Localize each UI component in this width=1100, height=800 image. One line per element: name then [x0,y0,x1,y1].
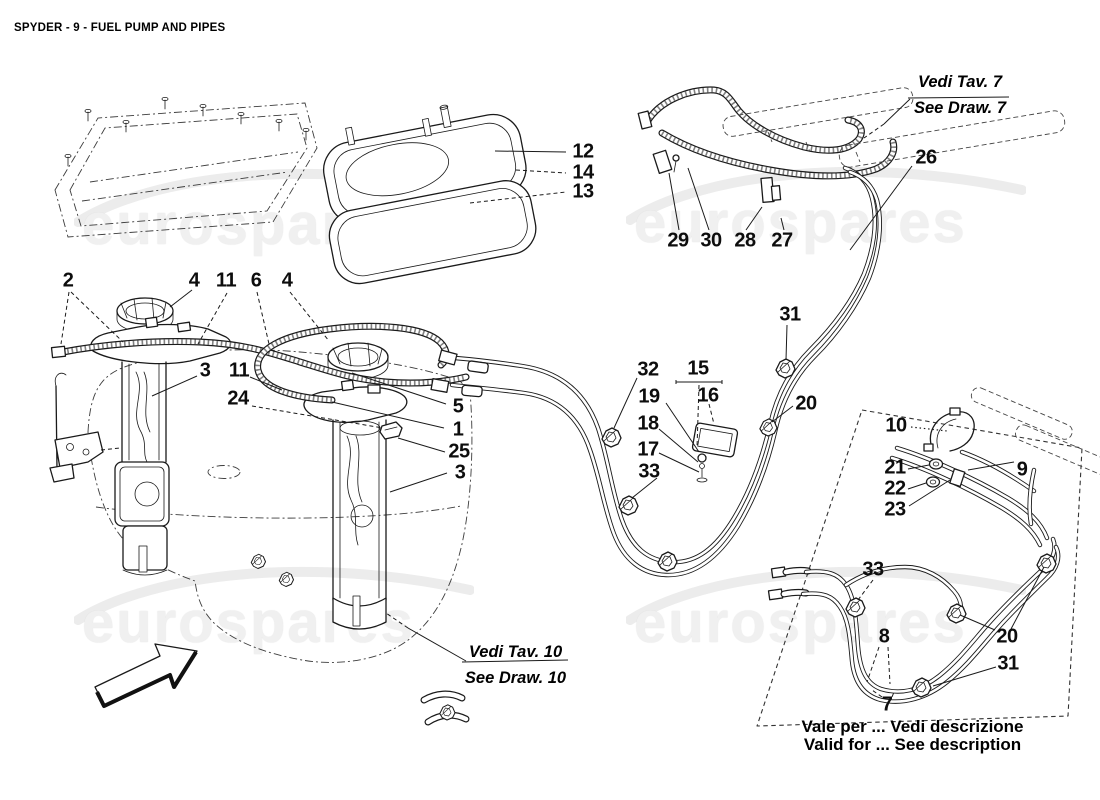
part-callout: 27 [771,229,793,252]
part-callout: 6 [250,269,262,292]
fuel-tank-ghost [87,349,473,663]
part-callout: 28 [734,229,756,252]
part-callout: 9 [1016,458,1028,481]
validity-note: Vale per ... Vedi descrizione Valid for … [800,717,1025,755]
part-callout: 14 [572,161,594,184]
pump-stay-bracket [49,372,121,483]
see-draw-7-line1: Vedi Tav. 7 [917,73,1003,91]
part-callout: 3 [199,359,211,382]
part-callout: 17 [637,438,659,461]
small-hardware [379,149,782,483]
part-callout: 4 [188,269,200,292]
tank-access-panel-ghost [54,97,318,238]
part-callout: 25 [448,440,470,463]
part-callout: 31 [997,652,1019,675]
part-callout: 20 [996,625,1018,648]
validity-line2: Valid for ... See description [803,735,1022,755]
part-callout: 12 [572,140,594,163]
part-callout: 18 [637,412,659,435]
part-callout: 29 [667,229,689,252]
see-draw-7-note: Vedi Tav. 7 See Draw. 7 [905,70,1015,121]
part-callout: 16 [697,384,719,407]
part-callout: 22 [884,477,906,500]
part-callout: 33 [862,558,884,581]
part-callout: 2 [62,269,74,292]
part-callout: 5 [452,395,464,418]
part-callout: 8 [878,625,890,648]
pump-cover-assembly [323,104,537,285]
part-callout: 1 [452,418,464,441]
inset-box [756,409,1083,727]
fuel-pipes-main [430,165,883,578]
part-callout: 13 [572,180,594,203]
part-callout: 4 [281,269,293,292]
part-callout: 31 [779,303,801,326]
part-callout: 32 [637,358,659,381]
part-callout: 3 [454,461,466,484]
part-callout: 23 [884,498,906,521]
page-title: SPYDER - 9 - FUEL PUMP AND PIPES [14,22,226,34]
validity-line1: Vale per ... Vedi descrizione [801,717,1024,736]
fuel-rails-ghost [722,87,1066,168]
part-callout: 20 [795,392,817,415]
part-callout: 10 [885,414,907,437]
see-draw-7-line2: See Draw. 7 [913,98,1007,117]
panel-studs [64,97,310,167]
part-callout: 26 [915,146,937,169]
fuel-pump-left [90,297,232,576]
inset-subdiagram [767,387,1100,704]
part-callout: 11 [215,269,237,292]
part-callout: 21 [884,456,906,479]
part-callout: 24 [227,387,249,410]
see-draw-10-note: Vedi Tav. 10 See Draw. 10 [458,640,573,691]
see-draw-10-line2: See Draw. 10 [464,668,567,687]
leader-lines [60,96,1045,698]
part-callout: 19 [638,385,660,408]
part-callout: 30 [700,229,722,252]
part-callout: 15 [687,357,709,380]
see-draw-10-line1: Vedi Tav. 10 [468,643,563,661]
part-callout: 33 [638,460,660,483]
hose-stubs-bottom [420,690,470,726]
part-callout: 7 [881,693,893,716]
direction-arrow [94,643,198,708]
part-callout: 11 [228,359,250,382]
